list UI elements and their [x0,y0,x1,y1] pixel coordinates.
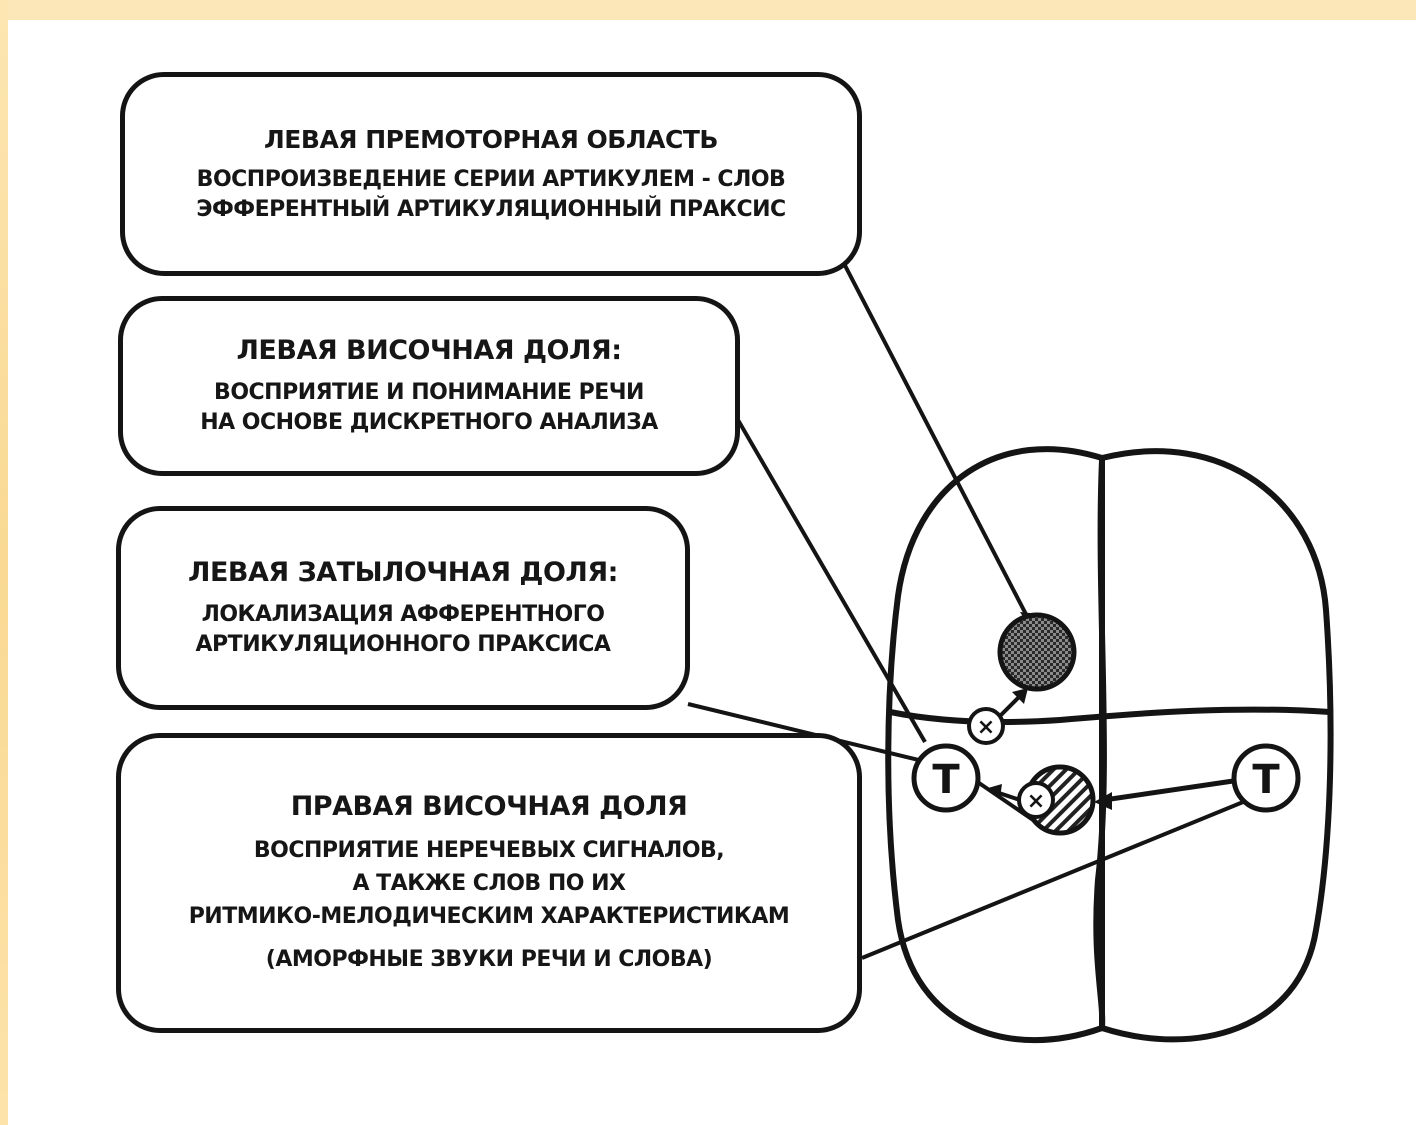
box-left-temporal-line: ВОСПРИЯТИЕ И ПОНИМАНИЕ РЕЧИ [214,380,644,406]
box-right-temporal-line: РИТМИКО-МЕЛОДИЧЕСКИМ ХАРАКТЕРИСТИКАМ [188,903,790,929]
box-right-temporal-line: (АМОРФНЫЕ ЗВУКИ РЕЧИ И СЛОВА) [265,946,713,972]
left-temporal-node-label: T [932,757,960,803]
box-left-temporal-lobe: ЛЕВАЯ ВИСОЧНАЯ ДОЛЯ: ВОСПРИЯТИЕ И ПОНИМА… [118,296,740,476]
midline-fissure [1093,459,1107,1029]
box-left-temporal-line: НА ОСНОВЕ ДИСКРЕТНОГО АНАЛИЗА [200,409,658,435]
cross-node-lower-mark: × [1027,789,1045,814]
connector-left-temporal [736,418,927,744]
background-edge [0,0,8,1125]
premotor-area-marker [997,612,1077,692]
cross-node-upper-mark: × [977,715,995,740]
box-left-premotor-area: ЛЕВАЯ ПРЕМОТОРНАЯ ОБЛАСТЬ ВОСПРОИЗВЕДЕНИ… [120,72,862,276]
box-left-temporal-title: ЛЕВАЯ ВИСОЧНАЯ ДОЛЯ: [236,335,623,367]
box-left-occipital-line: АРТИКУЛЯЦИОННОГО ПРАКСИСА [195,631,611,657]
connector-right-temporal [861,798,1249,960]
box-right-temporal-title: ПРАВАЯ ВИСОЧНАЯ ДОЛЯ [290,791,688,823]
box-right-temporal-line: А ТАКЖЕ СЛОВ ПО ИХ [352,870,626,896]
right-hemisphere [1099,448,1334,1043]
right-temporal-node-label: T [1252,757,1280,803]
box-right-temporal-lobe: ПРАВАЯ ВИСОЧНАЯ ДОЛЯ ВОСПРИЯТИЕ НЕРЕЧЕВЫ… [116,733,862,1033]
arrow-to-left-t-head [988,784,1002,798]
box-right-temporal-line: ВОСПРИЯТИЕ НЕРЕЧЕВЫХ СИГНАЛОВ, [253,837,725,863]
box-left-occipital-line: ЛОКАЛИЗАЦИЯ АФФЕРЕНТНОГО [201,602,605,628]
arrow-right-t-to-hatched [1103,777,1241,803]
box-left-premotor-line: ЭФФЕРЕНТНЫЙ АРТИКУЛЯЦИОННЫЙ ПРАКСИС [196,196,786,222]
box-left-premotor-line: ВОСПРОИЗВЕДЕНИЕ СЕРИИ АРТИКУЛЕМ - СЛОВ [196,166,786,192]
connector-premotor [836,251,1032,623]
right-temporal-node [1231,743,1301,813]
left-hemisphere [885,446,1105,1043]
cross-node-upper [967,707,1005,745]
arrow-right-t-to-hatched-head [1094,792,1112,810]
box-left-occipital-title: ЛЕВАЯ ЗАТЫЛОЧНАЯ ДОЛЯ: [188,557,618,589]
arrow-to-premotor-head [1012,688,1028,704]
central-sulcus [889,706,1331,725]
box-left-premotor-title: ЛЕВАЯ ПРЕМОТОРНАЯ ОБЛАСТЬ [264,124,718,154]
box-left-occipital-lobe: ЛЕВАЯ ЗАТЫЛОЧНАЯ ДОЛЯ: ЛОКАЛИЗАЦИЯ АФФЕР… [116,506,690,710]
left-temporal-node [911,743,981,813]
